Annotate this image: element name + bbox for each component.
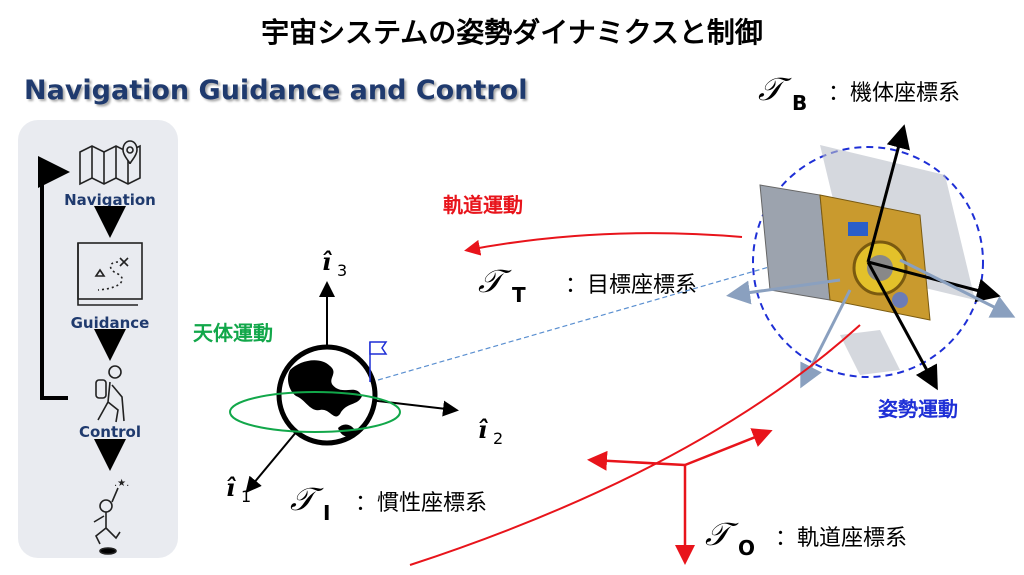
satellite-icon xyxy=(759,145,975,375)
hiker-icon xyxy=(95,365,125,423)
body-frame-label: 𝒯 B ：機体座標系 xyxy=(758,70,960,115)
orbital-motion-arrow xyxy=(464,232,743,256)
gnc-panel: Navigation Guidance Control .★. xyxy=(18,120,178,558)
svg-text:T: T xyxy=(512,283,526,307)
svg-text:î: î xyxy=(226,473,236,502)
goal-achiever-icon: .★. xyxy=(93,478,129,555)
map-pin-icon xyxy=(79,140,141,186)
page-title: 宇宙システムの姿勢ダイナミクスと制御 xyxy=(261,16,763,49)
celestial-rotation-ring xyxy=(229,391,401,433)
attitude-motion-label: 姿勢運動 xyxy=(878,397,958,421)
svg-text:𝒯: 𝒯 xyxy=(758,70,792,108)
svg-text:.★.: .★. xyxy=(114,478,129,489)
treasure-map-icon xyxy=(77,242,143,306)
orbit-frame-label: 𝒯 O ：軌道座標系 xyxy=(705,515,907,560)
svg-text:𝒯: 𝒯 xyxy=(290,480,324,518)
svg-text:3: 3 xyxy=(337,261,347,280)
svg-text:î: î xyxy=(478,415,488,444)
orbit-path xyxy=(409,324,861,566)
svg-text:î: î xyxy=(322,247,332,276)
subtitle: Navigation Guidance and Control xyxy=(24,75,527,106)
svg-text:1: 1 xyxy=(241,487,251,506)
inertial-frame-label: 𝒯 I ：慣性座標系 xyxy=(290,480,487,525)
svg-text:I: I xyxy=(323,501,330,525)
step-navigation: Navigation xyxy=(64,191,156,209)
svg-text:B: B xyxy=(792,91,807,115)
svg-text:：慣性座標系: ：慣性座標系 xyxy=(355,491,487,516)
flag-icon xyxy=(369,341,388,382)
svg-text:：機体座標系: ：機体座標系 xyxy=(828,81,960,106)
step-guidance: Guidance xyxy=(71,314,150,332)
attitude-sphere xyxy=(752,146,984,378)
target-frame-label: 𝒯 T ：目標座標系 xyxy=(478,262,697,307)
svg-text:𝒯: 𝒯 xyxy=(705,515,739,553)
svg-text:O: O xyxy=(738,536,755,560)
svg-text:：軌道座標系: ：軌道座標系 xyxy=(775,526,907,551)
line-of-sight xyxy=(377,257,801,381)
svg-text:𝒯: 𝒯 xyxy=(478,262,512,300)
celestial-motion-label: 天体運動 xyxy=(193,321,273,345)
svg-text:2: 2 xyxy=(493,429,503,448)
orbital-motion-label: 軌道運動 xyxy=(443,193,523,217)
svg-text:：目標座標系: ：目標座標系 xyxy=(565,273,697,298)
feedback-arrow xyxy=(38,156,70,400)
step-control: Control xyxy=(79,423,141,441)
